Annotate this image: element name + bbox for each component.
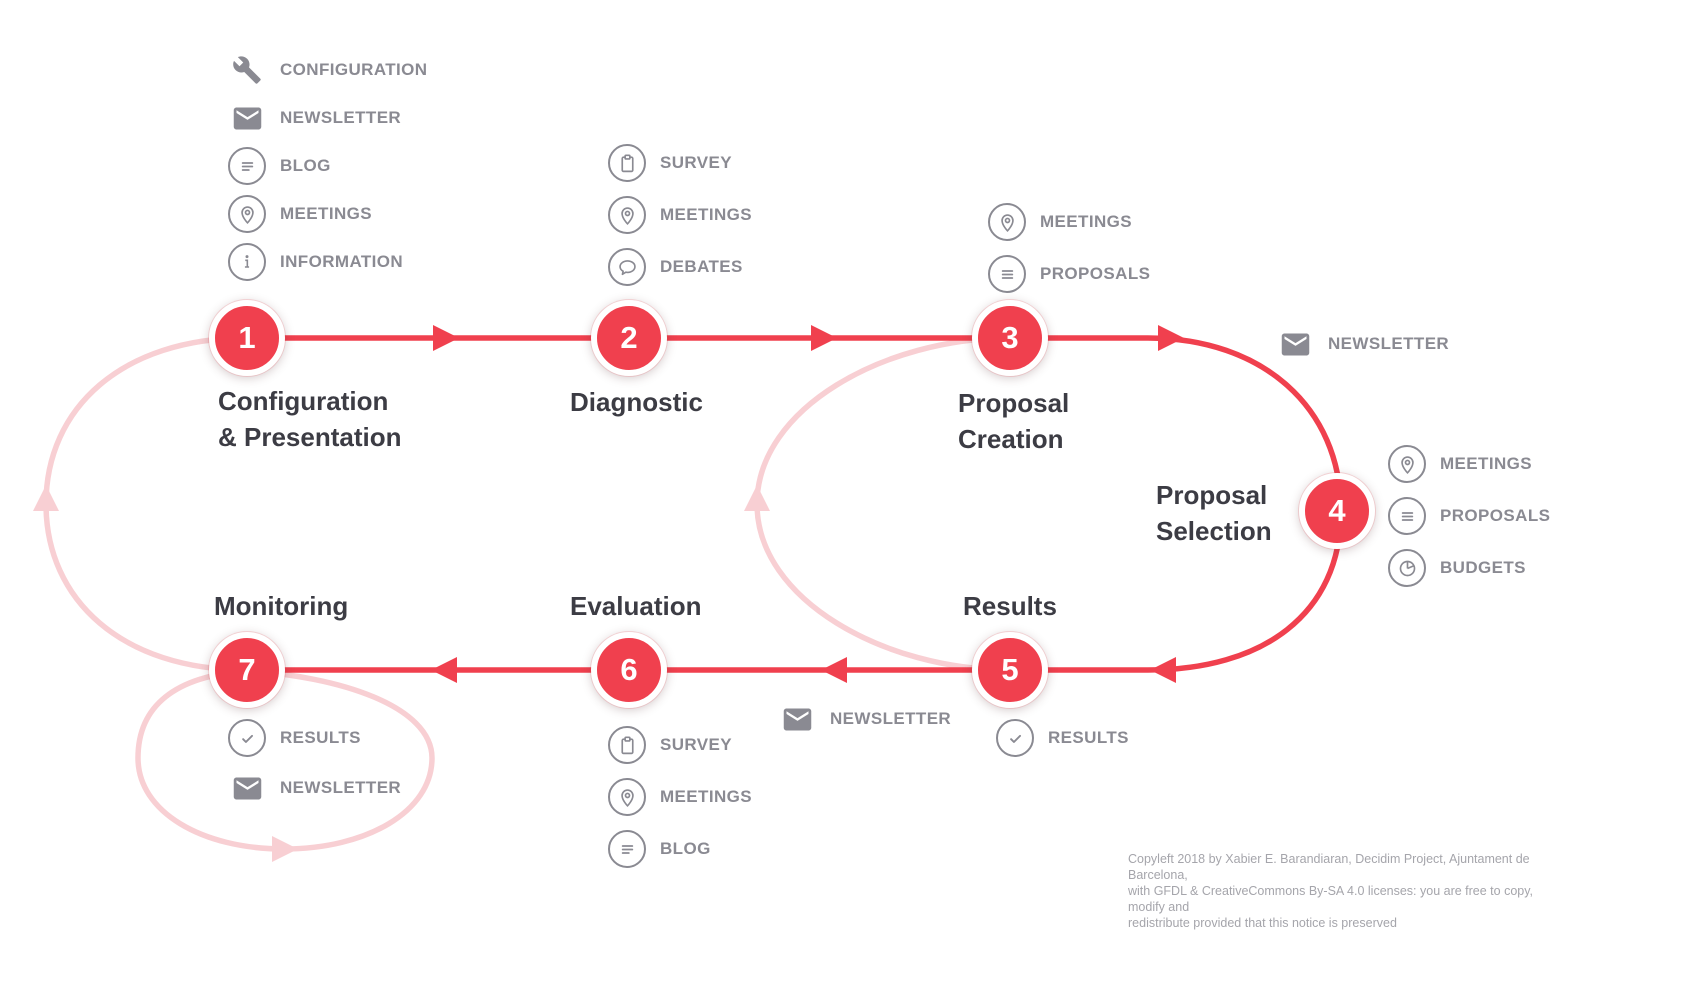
phase-4-node: 4 xyxy=(1299,473,1375,549)
phase-4-activities: MEETINGS PROPOSALS BUDGETS xyxy=(1388,445,1550,587)
arrowhead-4-5 xyxy=(1150,657,1176,683)
budgets-icon xyxy=(1388,549,1426,587)
phase-7-activities: RESULTS NEWSLETTER xyxy=(228,719,401,807)
budgets-item: BUDGETS xyxy=(1388,549,1550,587)
blog-item: BLOG xyxy=(228,147,427,185)
phase-6-activities: SURVEY MEETINGS BLOG xyxy=(608,726,752,868)
phase-6-number: 6 xyxy=(620,652,638,687)
phase-2-activities: SURVEY MEETINGS DEBATES xyxy=(608,144,752,286)
phase-1-node: 1 xyxy=(209,300,285,376)
envelope-icon xyxy=(228,99,266,137)
newsletter-item: NEWSLETTER xyxy=(1276,325,1449,363)
results-item: RESULTS xyxy=(228,719,401,757)
phase-5-node: 5 xyxy=(972,632,1048,708)
blog-icon xyxy=(228,147,266,185)
phase-5-activities: RESULTS xyxy=(996,719,1129,757)
debates-icon xyxy=(608,248,646,286)
phase-5-number: 5 xyxy=(1001,652,1019,687)
phase-1-activities: CONFIGURATION NEWSLETTER BLOG MEETINGS I… xyxy=(228,51,427,281)
configuration-item: CONFIGURATION xyxy=(228,51,427,89)
meetings-item: MEETINGS xyxy=(988,203,1150,241)
phase-3-number: 3 xyxy=(1001,320,1019,355)
blog-icon xyxy=(608,830,646,868)
phase-7-title: Monitoring xyxy=(214,591,349,621)
newsletter-item: NEWSLETTER xyxy=(228,769,401,807)
info-icon xyxy=(228,243,266,281)
faded-arrowhead-right-bottom xyxy=(272,836,298,862)
proposals-item: PROPOSALS xyxy=(988,255,1150,293)
map-pin-icon xyxy=(1388,445,1426,483)
blog-item: BLOG xyxy=(608,830,752,868)
phase-1-number: 1 xyxy=(238,320,256,355)
envelope-icon xyxy=(1276,325,1314,363)
phase-3-title: Proposal Creation xyxy=(958,388,1070,454)
survey-item: SURVEY xyxy=(608,144,752,182)
envelope-icon xyxy=(228,769,266,807)
arrowhead-2-3 xyxy=(811,325,837,351)
phase-4-title: Proposal Selection xyxy=(1156,480,1272,546)
phase-5-title: Results xyxy=(963,591,1057,621)
proposals-icon xyxy=(1388,497,1426,535)
check-icon xyxy=(228,719,266,757)
map-pin-icon xyxy=(988,203,1026,241)
license-notice: Copyleft 2018 by Xabier E. Barandiaran, … xyxy=(1128,852,1534,930)
meetings-item: MEETINGS xyxy=(228,195,427,233)
map-pin-icon xyxy=(228,195,266,233)
phase-6-title: Evaluation xyxy=(570,591,702,621)
phase-6-node: 6 xyxy=(591,632,667,708)
phase-1-title: Configuration & Presentation xyxy=(218,386,402,452)
phase-7-number: 7 xyxy=(238,652,256,687)
map-pin-icon xyxy=(608,196,646,234)
meetings-item: MEETINGS xyxy=(608,778,752,816)
envelope-icon xyxy=(778,700,816,738)
meetings-item: MEETINGS xyxy=(1388,445,1550,483)
phase-2-number: 2 xyxy=(620,320,638,355)
phase-2-title: Diagnostic xyxy=(570,387,703,417)
arrowhead-3-4 xyxy=(1158,325,1184,351)
newsletter-after-phase-5: NEWSLETTER xyxy=(778,700,951,738)
phase-7-node: 7 xyxy=(209,632,285,708)
arrowhead-6-7 xyxy=(431,657,457,683)
newsletter-after-phase-3: NEWSLETTER xyxy=(1276,325,1449,363)
wrench-icon xyxy=(228,51,266,89)
proposals-icon xyxy=(988,255,1026,293)
phase-2-node: 2 xyxy=(591,300,667,376)
arrowhead-1-2 xyxy=(433,325,459,351)
newsletter-item: NEWSLETTER xyxy=(778,700,951,738)
survey-item: SURVEY xyxy=(608,726,752,764)
survey-icon xyxy=(608,726,646,764)
faded-arrowhead-up-middle xyxy=(744,485,770,511)
phase-3-node: 3 xyxy=(972,300,1048,376)
results-item: RESULTS xyxy=(996,719,1129,757)
proposals-item: PROPOSALS xyxy=(1388,497,1550,535)
map-pin-icon xyxy=(608,778,646,816)
newsletter-item: NEWSLETTER xyxy=(228,99,427,137)
survey-icon xyxy=(608,144,646,182)
check-icon xyxy=(996,719,1034,757)
debates-item: DEBATES xyxy=(608,248,752,286)
information-item: INFORMATION xyxy=(228,243,427,281)
meetings-item: MEETINGS xyxy=(608,196,752,234)
phase-4-number: 4 xyxy=(1328,493,1346,528)
faded-arrowhead-up-left xyxy=(33,485,59,511)
arrowhead-5-6 xyxy=(821,657,847,683)
phase-3-activities: MEETINGS PROPOSALS xyxy=(988,203,1150,293)
